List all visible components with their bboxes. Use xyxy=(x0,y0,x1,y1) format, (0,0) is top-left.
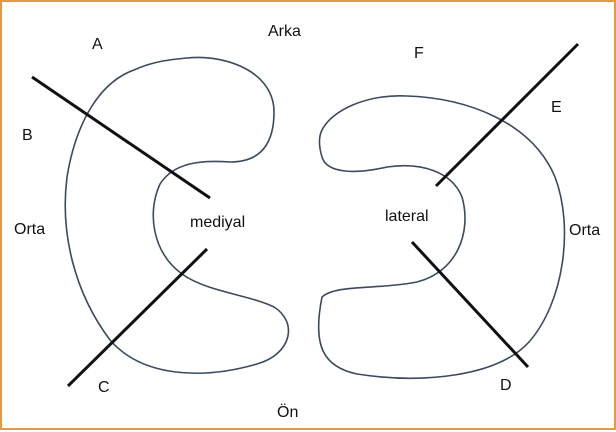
medial-line-posterior xyxy=(32,77,210,198)
label-lateral: lateral xyxy=(385,208,429,225)
label-mediyal: mediyal xyxy=(190,214,245,231)
label-f: F xyxy=(414,45,424,62)
label-b: B xyxy=(22,127,33,144)
medial-meniscus-outline xyxy=(65,57,288,373)
label-on: Ön xyxy=(277,403,298,421)
label-d: D xyxy=(500,377,512,394)
label-orta-right: Orta xyxy=(569,222,600,239)
label-a: A xyxy=(92,36,103,53)
label-orta-left: Orta xyxy=(14,221,45,238)
label-e: E xyxy=(551,99,562,116)
label-arka: Arka xyxy=(268,23,301,40)
medial-line-anterior xyxy=(68,249,207,386)
label-c: C xyxy=(98,379,110,396)
lateral-line-anterior xyxy=(412,242,528,367)
lateral-meniscus-outline xyxy=(319,96,565,378)
